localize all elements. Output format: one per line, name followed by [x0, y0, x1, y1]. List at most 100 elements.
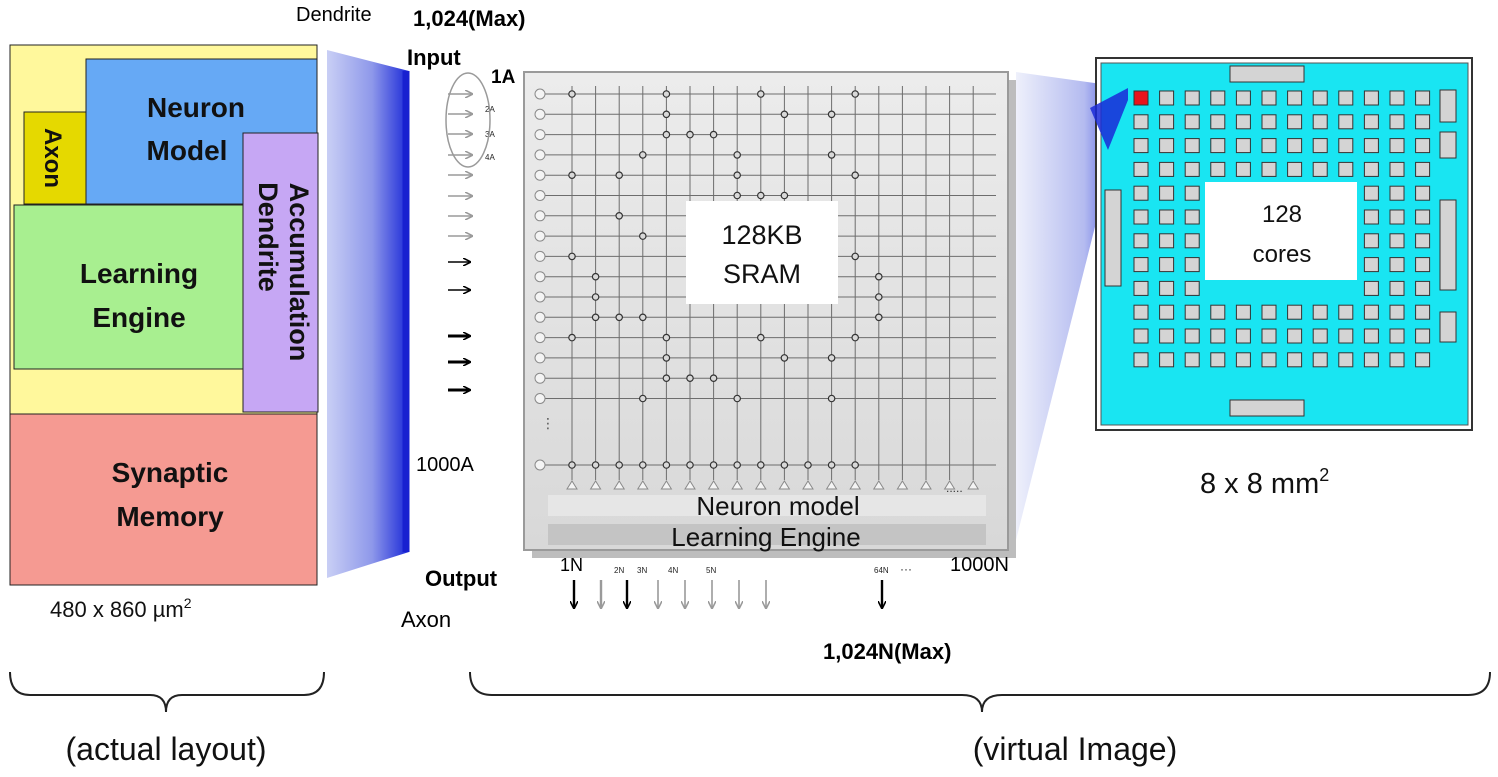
core-cell [1312, 328, 1328, 344]
core-cell [1261, 161, 1277, 177]
synapse-dot [615, 313, 624, 322]
core-cell [1159, 233, 1175, 249]
core-cell [1415, 90, 1431, 106]
row-input-node [534, 332, 546, 344]
synapse-dot [709, 374, 718, 383]
core-label-box [1205, 182, 1357, 280]
core-cell [1133, 161, 1149, 177]
input-label: Input [407, 45, 461, 70]
core-cell [1287, 90, 1303, 106]
core-cell [1389, 304, 1405, 320]
io-pad [1439, 131, 1457, 159]
col-label-4n: 4N [668, 566, 678, 575]
core-cell [1389, 114, 1405, 130]
core-cell [1363, 90, 1379, 106]
neuron-model-bar-label: Neuron model [696, 491, 859, 521]
synapse-dot [638, 313, 647, 322]
core-count-label: 128 [1262, 201, 1302, 228]
core-cell [1184, 185, 1200, 201]
row-input-node [534, 149, 546, 161]
synapse-dot [874, 272, 883, 281]
core-cell [1338, 114, 1354, 130]
synapse-dot [756, 191, 765, 200]
synapse-dot [804, 461, 812, 469]
row-input-node [534, 291, 546, 303]
core-cell [1363, 257, 1379, 273]
core-cell [1184, 328, 1200, 344]
layout-brace [9, 671, 325, 713]
synapse-dot [662, 110, 671, 119]
core-cell [1133, 352, 1149, 368]
neuron-model-bar [548, 495, 986, 516]
col-trailing-dots: ..... [946, 481, 963, 495]
core-cell [1415, 209, 1431, 225]
synapse-dot [591, 272, 600, 281]
core-cell [1363, 138, 1379, 154]
row-input-node [534, 108, 546, 120]
neuron-triangle [636, 480, 649, 490]
row-input-node [534, 230, 546, 242]
sram-box [686, 201, 838, 304]
layout-size-label: 480 x 860 µm2 [50, 595, 192, 622]
synapse-dot [827, 110, 836, 119]
neuron-triangle [967, 480, 980, 490]
core-cell [1363, 328, 1379, 344]
input-group-ellipse [445, 72, 491, 168]
row-input-node [534, 352, 546, 364]
neuron-triangle [589, 480, 602, 490]
sram-label-1: 128KB [721, 220, 802, 250]
axon-label: Axon [39, 128, 66, 188]
neuron-model-label-2: Model [147, 135, 228, 166]
synaptic-memory-label-2: Memory [116, 501, 224, 532]
chip-size-label: 8 x 8 mm2 [1200, 465, 1329, 500]
core-cell [1159, 114, 1175, 130]
core-cell [1184, 114, 1200, 130]
core-cell [1363, 304, 1379, 320]
core-cell [1159, 257, 1175, 273]
learning-engine-bar-label: Learning Engine [671, 522, 860, 552]
neuron-triangle [754, 480, 767, 490]
core-cell [1415, 328, 1431, 344]
synapse-dot [709, 461, 718, 469]
core-cell [1312, 90, 1328, 106]
highlighted-core [1133, 90, 1149, 106]
dendrite-block-label: Dendrite [253, 182, 283, 292]
input-arrows [448, 94, 472, 390]
core-cell [1415, 114, 1431, 130]
core-cell [1287, 114, 1303, 130]
synapse-dot [733, 151, 742, 159]
synapse-dot [756, 333, 765, 342]
core-cell [1133, 257, 1149, 273]
neuron-triangle [943, 480, 956, 490]
core-cell [1415, 161, 1431, 177]
core-cell [1312, 352, 1328, 368]
core-cell [1159, 209, 1175, 225]
synapse-dot [662, 333, 671, 342]
synapse-dot [591, 461, 600, 469]
synapse-dot [662, 374, 671, 383]
row-ellipsis: ⋮ [541, 415, 555, 431]
row-input-node [534, 459, 546, 471]
core-cell [1389, 138, 1405, 154]
row-label-1000a: 1000A [416, 454, 474, 476]
row-input-node [534, 169, 546, 181]
core-cell [1210, 352, 1226, 368]
col-label-5n: 5N [706, 566, 716, 575]
core-cell [1389, 209, 1405, 225]
row-input-node [534, 372, 546, 384]
synapse-dot [851, 171, 860, 180]
synapse-dot [662, 90, 671, 98]
core-cell [1159, 352, 1175, 368]
core-cell [1210, 138, 1226, 154]
core-cell [1363, 280, 1379, 296]
core-cell [1338, 161, 1354, 177]
synapse-dot [568, 333, 576, 342]
core-cell [1210, 90, 1226, 106]
core-cell [1235, 352, 1251, 368]
synaptic-memory-label-1: Synaptic [112, 457, 229, 488]
core-cell [1184, 352, 1200, 368]
core-cell [1184, 138, 1200, 154]
core-cell [1210, 328, 1226, 344]
core-cell [1389, 352, 1405, 368]
core-cell [1312, 114, 1328, 130]
